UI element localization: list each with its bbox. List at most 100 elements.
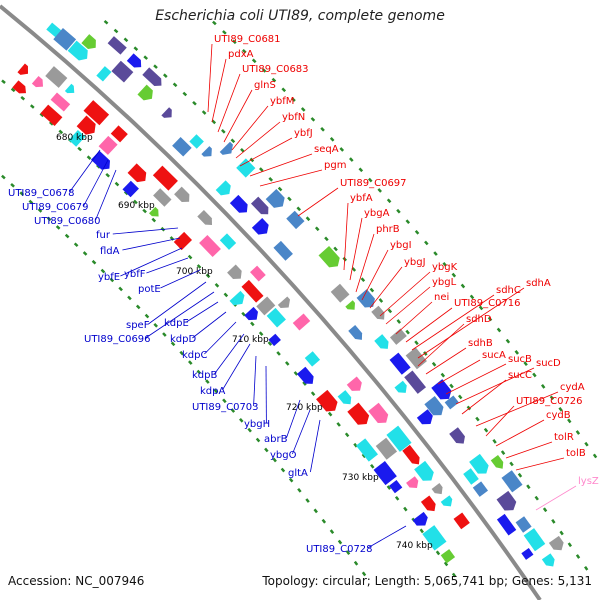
tick-mark bbox=[440, 372, 446, 378]
gene-feature bbox=[431, 379, 452, 400]
gene-feature bbox=[316, 389, 338, 412]
tick-mark bbox=[182, 91, 188, 97]
gene-label-left: kdpE bbox=[164, 318, 189, 329]
tick-mark bbox=[575, 430, 581, 435]
gene-feature bbox=[422, 525, 447, 551]
leader-line bbox=[95, 169, 117, 221]
tick-mark bbox=[163, 73, 168, 78]
gene-label-right: UTI89_C0716 bbox=[454, 298, 521, 309]
leader-line bbox=[417, 323, 465, 367]
gene-feature bbox=[137, 84, 153, 101]
leader-line bbox=[292, 409, 311, 455]
leader-line bbox=[395, 301, 433, 335]
tick-mark bbox=[205, 379, 210, 384]
gene-feature bbox=[256, 296, 276, 316]
tick-mark bbox=[353, 560, 359, 566]
tick-mark bbox=[153, 64, 158, 69]
leader-line bbox=[214, 333, 245, 375]
tick-mark bbox=[305, 216, 311, 222]
tick-mark bbox=[449, 383, 454, 389]
tick-mark bbox=[358, 167, 364, 173]
gene-feature bbox=[50, 92, 71, 112]
gene-feature bbox=[96, 66, 112, 82]
tick-mark bbox=[321, 518, 327, 524]
tick-mark bbox=[313, 508, 318, 514]
tick-mark bbox=[223, 292, 229, 298]
gene-feature bbox=[219, 141, 233, 155]
gene-feature bbox=[406, 476, 419, 489]
gene-label-right: UTI89_C0726 bbox=[516, 396, 583, 407]
tick-mark bbox=[29, 104, 35, 109]
gene-label-right: ybfN bbox=[282, 112, 305, 123]
tick-mark bbox=[211, 119, 217, 125]
tick-mark bbox=[368, 177, 373, 183]
gene-feature bbox=[241, 279, 264, 303]
gene-label-left: UTI89_C0680 bbox=[34, 216, 101, 227]
tick-mark bbox=[118, 286, 123, 292]
tick-mark bbox=[77, 146, 82, 152]
leader-line bbox=[495, 419, 545, 447]
tick-mark bbox=[451, 272, 457, 278]
gene-label-right: pdxA bbox=[228, 49, 254, 60]
tick-mark bbox=[188, 360, 193, 365]
gene-feature bbox=[463, 468, 479, 485]
leader-line bbox=[286, 399, 301, 439]
leader-line bbox=[146, 257, 189, 274]
tick-mark bbox=[442, 262, 447, 267]
kbp-label: 680 kbp bbox=[56, 133, 93, 143]
gene-feature bbox=[444, 395, 459, 410]
gene-feature bbox=[420, 495, 436, 512]
leader-line bbox=[349, 217, 363, 281]
leader-line bbox=[204, 321, 237, 355]
gene-feature bbox=[389, 479, 403, 494]
gene-feature bbox=[347, 402, 370, 425]
leader-line bbox=[379, 271, 431, 317]
gene-feature bbox=[394, 380, 407, 393]
gene-feature bbox=[126, 53, 142, 68]
gene-feature bbox=[107, 36, 127, 55]
gene-feature bbox=[472, 481, 489, 497]
tick-mark bbox=[378, 298, 384, 303]
tick-mark bbox=[469, 294, 475, 300]
gene-feature bbox=[368, 402, 389, 423]
tick-mark bbox=[492, 439, 497, 444]
kbp-label: 710 kbp bbox=[232, 335, 269, 345]
gene-label-right: phrB bbox=[376, 224, 400, 235]
gene-label-left: kdpB bbox=[192, 370, 217, 381]
tick-mark bbox=[239, 417, 244, 423]
tick-mark bbox=[241, 311, 246, 317]
gene-feature bbox=[201, 146, 212, 157]
gene-feature bbox=[251, 217, 269, 235]
kbp-label: 700 kbp bbox=[176, 267, 213, 277]
kbp-label: 720 kbp bbox=[286, 403, 323, 413]
tick-mark bbox=[230, 138, 236, 144]
gene-feature bbox=[189, 134, 204, 149]
tick-mark bbox=[10, 183, 15, 188]
tick-mark bbox=[559, 530, 564, 536]
tick-mark bbox=[386, 198, 392, 204]
gene-feature bbox=[440, 549, 456, 564]
gene-feature bbox=[229, 290, 245, 306]
gene-feature bbox=[12, 80, 27, 94]
gene-feature bbox=[110, 125, 128, 143]
tick-mark bbox=[103, 19, 109, 25]
tick-mark bbox=[496, 327, 502, 333]
gene-feature bbox=[53, 28, 77, 51]
tick-mark bbox=[205, 273, 211, 279]
tick-mark bbox=[327, 411, 333, 417]
tick-mark bbox=[431, 361, 437, 367]
tick-mark bbox=[460, 283, 466, 289]
tick-mark bbox=[487, 316, 493, 322]
gene-label-right: sucA bbox=[482, 350, 506, 361]
kbp-label: 690 kbp bbox=[118, 201, 155, 211]
tick-mark bbox=[567, 542, 573, 548]
tick-mark bbox=[250, 321, 255, 327]
gene-feature bbox=[337, 390, 352, 405]
tick-mark bbox=[37, 208, 43, 213]
gene-feature bbox=[81, 34, 96, 49]
gene-feature bbox=[236, 158, 256, 178]
gene-label-right: nei bbox=[434, 292, 449, 303]
tick-mark bbox=[55, 225, 61, 230]
tick-mark bbox=[277, 186, 283, 192]
